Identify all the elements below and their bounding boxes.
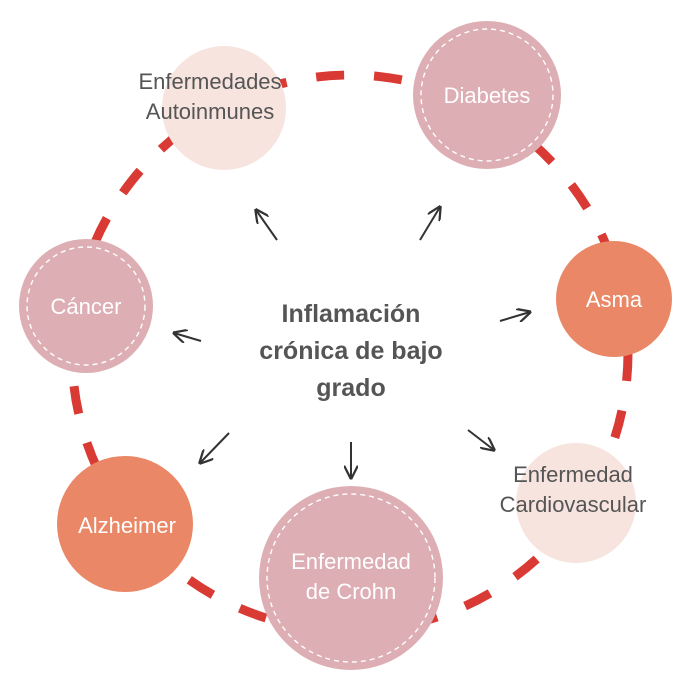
node-label-crohn: de Crohn <box>306 579 397 604</box>
node-circle-alzheimer <box>57 456 193 592</box>
node-label-alzheimer: Alzheimer <box>78 513 176 538</box>
node-alzheimer: Alzheimer <box>57 456 193 592</box>
node-circle-diabetes <box>413 21 561 169</box>
node-label-asma: Asma <box>586 287 643 312</box>
node-label-cardiovascular: Cardiovascular <box>500 492 647 517</box>
node-inner-dashed-ring-cancer <box>26 246 146 366</box>
nodes-group: EnfermedadesAutoinmunesDiabetesAsmaEnfer… <box>19 21 672 670</box>
node-label-diabetes: Diabetes <box>444 83 531 108</box>
center-title: crónica de bajo <box>259 337 442 365</box>
node-asma: Asma <box>556 241 672 357</box>
node-label-cardiovascular: Enfermedad <box>513 462 633 487</box>
node-label-crohn: Enfermedad <box>291 549 411 574</box>
arrow-to-autoinmunes <box>256 210 278 241</box>
arrow-to-cancer <box>174 333 202 341</box>
node-circle-crohn <box>259 486 443 670</box>
center-title: grado <box>316 374 385 402</box>
node-circle-cancer <box>19 239 153 373</box>
node-label-autoinmunes: Enfermedades <box>138 69 281 94</box>
arrow-to-cardiovascular <box>467 429 494 450</box>
node-circle-cardiovascular <box>516 443 636 563</box>
arrow-to-asma <box>499 312 530 321</box>
node-label-cancer: Cáncer <box>51 294 122 319</box>
node-diabetes: Diabetes <box>413 21 561 169</box>
node-cancer: Cáncer <box>19 239 153 373</box>
arrow-to-alzheimer <box>200 432 230 463</box>
node-crohn: Enfermedad de Crohn <box>259 486 443 670</box>
node-circle-autoinmunes <box>162 46 286 170</box>
arrow-to-diabetes <box>419 207 440 241</box>
node-label-autoinmunes: Autoinmunes <box>146 99 274 124</box>
arrows-group <box>174 207 530 478</box>
node-inner-dashed-ring-diabetes <box>420 28 554 162</box>
node-inner-dashed-ring-crohn <box>266 493 436 663</box>
center-title: Inflamación <box>282 300 421 328</box>
node-circle-asma <box>556 241 672 357</box>
